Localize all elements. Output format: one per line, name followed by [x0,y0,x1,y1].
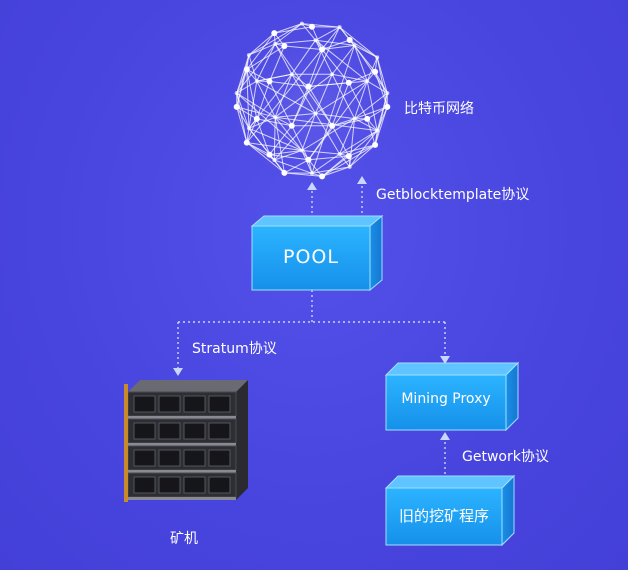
connector-pool-split [177,290,446,372]
pool-label: POOL [283,246,339,268]
pool-box [250,214,384,292]
mining-rig-icon [124,380,248,502]
legacy-miner-label: 旧的挖矿程序 [398,507,489,525]
network-label: 比特币网络 [404,101,474,117]
arrowheads-split [173,356,450,376]
arrowhead-proxy [440,432,450,440]
getblocktemplate-label: Getblocktemplate协议 [376,187,530,203]
stratum-label: Stratum协议 [192,341,277,357]
network-globe-icon [230,18,394,182]
arrowheads-network [307,176,367,190]
mining-proxy-box [384,361,520,432]
legacy-miner-box [384,474,516,547]
mining-proxy-label: Mining Proxy [401,391,491,407]
getwork-label: Getwork协议 [462,449,549,465]
miner-label: 矿机 [170,531,198,547]
connector-pool-to-network [311,180,363,218]
